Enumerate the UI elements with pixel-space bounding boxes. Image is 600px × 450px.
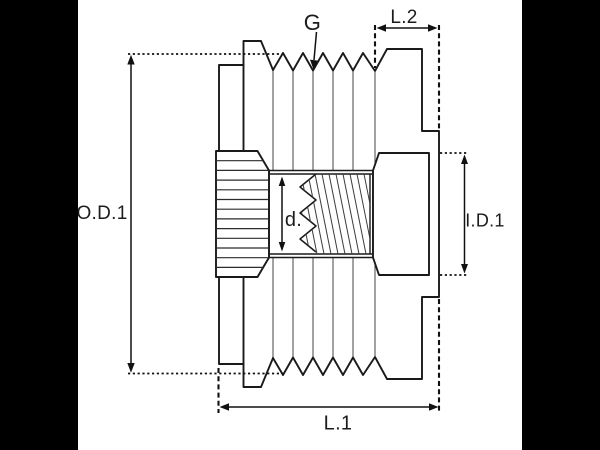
right-collar bbox=[372, 152, 430, 276]
thread-hatching bbox=[300, 174, 370, 254]
l1-label: L.1 bbox=[324, 413, 353, 435]
dimension-od1: O.D.1 bbox=[76, 53, 283, 375]
thread-profile-zigzag bbox=[299, 173, 317, 253]
od1-label: O.D.1 bbox=[76, 203, 127, 224]
g-label: G bbox=[304, 10, 321, 35]
pulley-cross-section bbox=[215, 40, 440, 388]
dimension-d: d. bbox=[278, 176, 302, 252]
groove-valley-lines bbox=[272, 71, 376, 357]
hub-sleeve-tabs bbox=[242, 40, 274, 388]
d-label: d. bbox=[285, 209, 302, 231]
letterbox-left bbox=[0, 0, 78, 450]
dimension-l1: L.1 bbox=[217, 299, 441, 435]
dimension-g: G bbox=[304, 10, 321, 70]
letterbox-right bbox=[522, 0, 600, 450]
body-profile bbox=[272, 48, 440, 380]
dimension-l2: L.2 bbox=[373, 7, 441, 129]
l2-label: L.2 bbox=[390, 7, 417, 28]
knurled-ring bbox=[215, 150, 270, 278]
id1-label: I.D.1 bbox=[465, 211, 505, 231]
knurl-hatching bbox=[216, 160, 269, 268]
dimension-id1: I.D.1 bbox=[440, 152, 505, 276]
